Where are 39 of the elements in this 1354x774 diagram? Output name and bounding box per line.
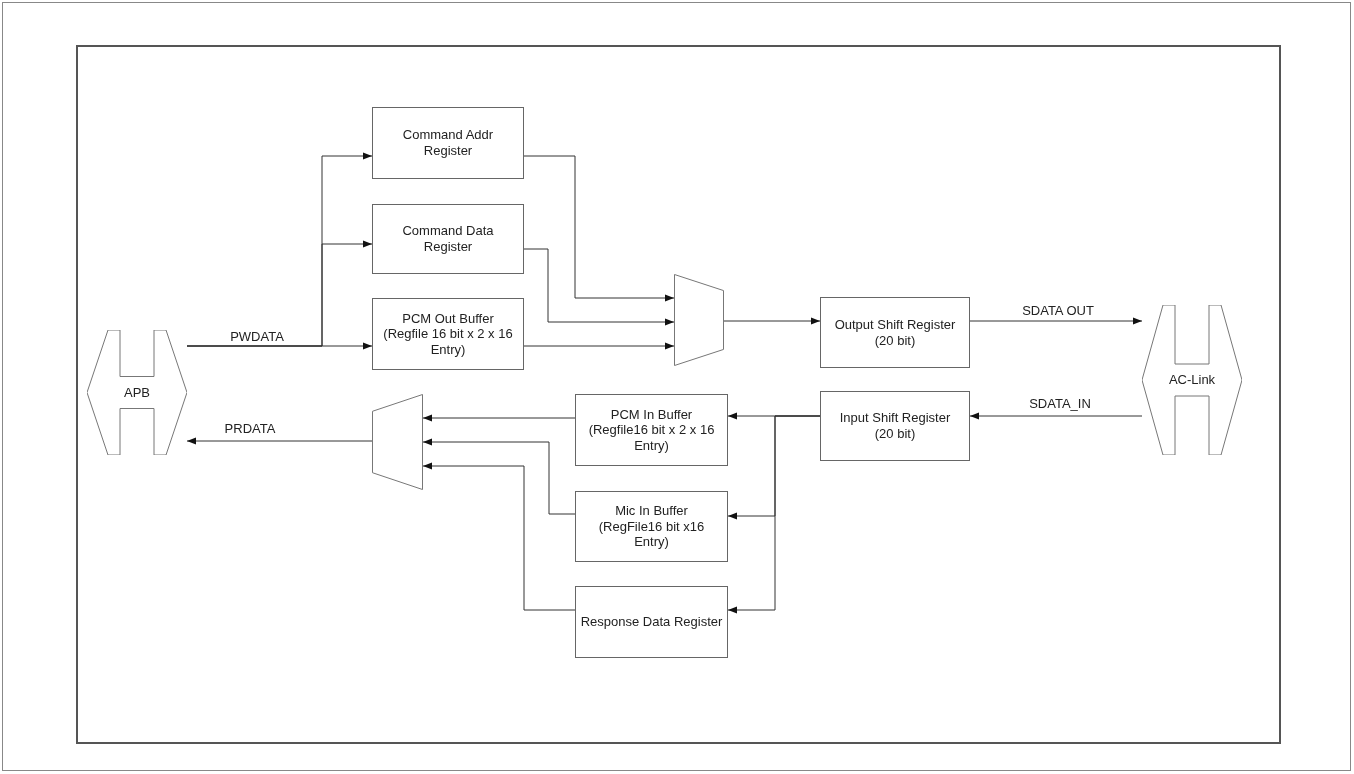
arrow	[969, 317, 1143, 325]
arrow	[523, 155, 675, 302]
node-label: (Regfile16 bit x 2 x 16 Entry)	[587, 422, 716, 454]
register-box	[820, 391, 970, 461]
node-label: PCM Out Buffer	[402, 310, 494, 327]
arrow	[186, 437, 373, 445]
register-box	[372, 204, 524, 274]
node-label: Command Addr Register	[401, 127, 495, 159]
bus-double-arrow	[87, 330, 187, 455]
node-label: Command Data Register	[401, 223, 495, 255]
node-label: Output Shift Register	[834, 316, 956, 333]
node-label: (Regfile 16 bit x 2 x 16 Entry)	[382, 326, 514, 358]
multiplexer	[372, 394, 423, 490]
multiplexer	[674, 274, 724, 366]
arrow	[523, 342, 675, 350]
node-label: AC-Link	[1168, 372, 1216, 388]
node-label: (20 bit)	[874, 332, 916, 349]
arrow	[422, 438, 576, 515]
node-label: PCM In Buffer	[610, 406, 693, 423]
register-box	[575, 394, 728, 466]
arrow	[422, 462, 576, 611]
arrow	[727, 415, 821, 614]
node-label: APB	[124, 384, 150, 401]
node-label: Mic In Buffer	[615, 503, 688, 519]
node-label: (RegFile16 bit x16 Entry)	[597, 518, 706, 550]
register-box	[575, 491, 728, 562]
arrow	[422, 414, 576, 422]
arrow	[969, 412, 1143, 420]
register-box	[372, 107, 524, 179]
arrow	[186, 342, 373, 350]
register-box	[820, 297, 970, 368]
register-box	[372, 298, 524, 370]
arrow	[523, 248, 675, 326]
arrow	[723, 317, 821, 325]
node-label: (20 bit)	[874, 426, 916, 442]
node-label: Input Shift Register	[839, 410, 951, 426]
bus-double-arrow	[1142, 305, 1242, 455]
register-box	[575, 586, 728, 658]
node-label: Response Data Register	[580, 614, 723, 630]
